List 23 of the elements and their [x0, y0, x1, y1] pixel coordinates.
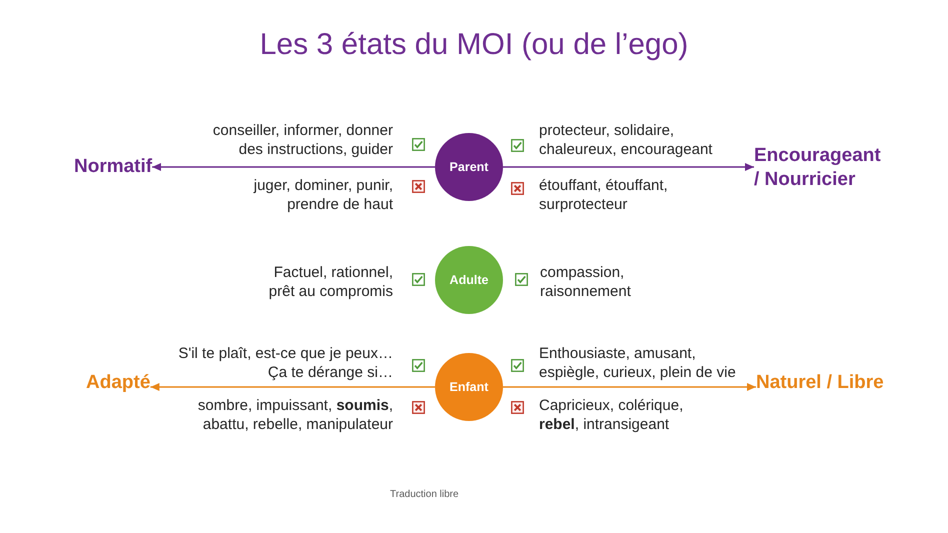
pole-label: Encourageant / Nourricier — [754, 144, 886, 192]
trait-text: Enthousiaste, amusant, espiègle, curieux, plein de vie — [539, 344, 737, 382]
state-name: Parent — [450, 160, 488, 174]
arrow — [503, 163, 754, 171]
trait-text: juger, dominer, punir, prendre de haut — [252, 176, 393, 214]
arrow — [150, 383, 435, 391]
trait-text: compassion, raisonnement — [540, 263, 632, 301]
state-name: Adulte — [450, 272, 488, 288]
trait-text: Factuel, rationnel, prêt au compromis — [268, 263, 393, 301]
arrow — [503, 383, 756, 391]
trait-text: protecteur, solidaire, chaleureux, encourageant — [539, 121, 714, 159]
title: Les 3 états du MOI (ou de l’ego) — [260, 27, 688, 63]
trait-text: Capricieux, colérique, rebel, intransigeant — [539, 396, 684, 434]
trait-text: S'il te plaît, est-ce que je peux… Ça te dérange si… — [177, 344, 393, 382]
caption: Traduction libre — [390, 488, 459, 501]
pole-label: Normatif — [74, 155, 152, 179]
arrow — [152, 163, 435, 171]
pole-label: Naturel / Libre — [756, 371, 884, 395]
pole-label: Adapté — [86, 371, 150, 395]
trait-text: étouffant, étouffant, surprotecteur — [539, 176, 669, 214]
trait-text: sombre, impuissant, soumis, abattu, rebelle, manipulateur — [196, 396, 393, 434]
trait-text: conseiller, informer, donner des instructions, guider — [212, 121, 393, 159]
state-name: Enfant — [450, 380, 488, 394]
